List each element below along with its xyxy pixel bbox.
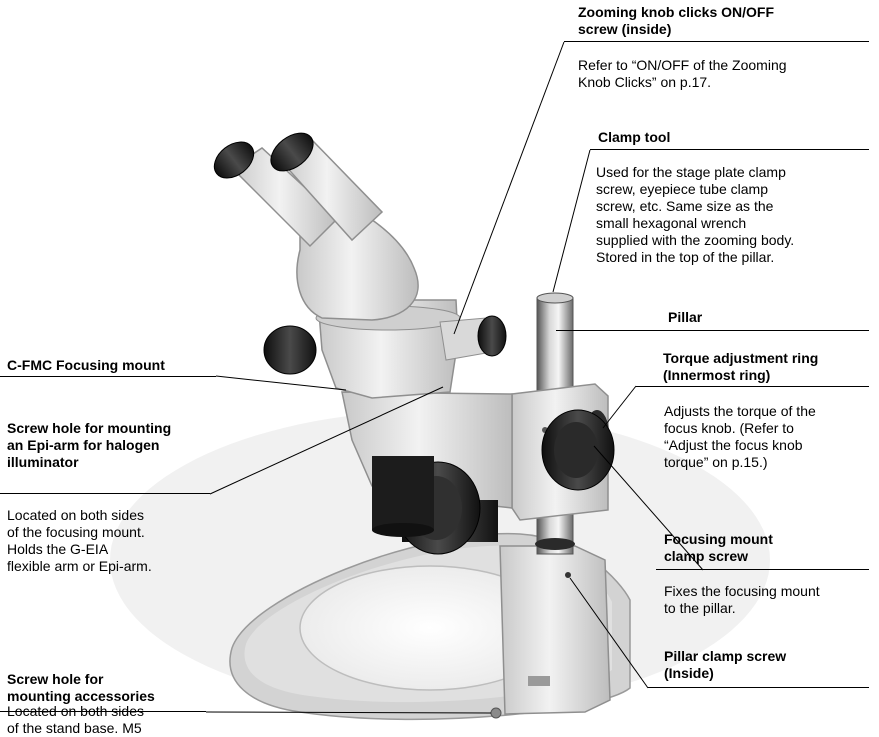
- focusing-clamp-desc-2: to the pillar.: [664, 600, 820, 617]
- accessories-title-1: Screw hole for: [7, 671, 155, 688]
- clamp-tool-desc-5: supplied with the zooming body.: [596, 232, 794, 249]
- zoom-knob-right: [478, 316, 506, 356]
- zoom-knob-left: [264, 326, 316, 374]
- torque-ring-desc-1: Adjusts the torque of the: [664, 403, 816, 420]
- label-pillar-clamp: Pillar clamp screw (Inside): [664, 648, 786, 682]
- rule-pillar-clamp: [648, 687, 869, 688]
- zooming-knob-title-1: Zooming knob clicks ON/OFF: [578, 4, 774, 21]
- pillar-clamp-title-2: (Inside): [664, 665, 786, 682]
- zooming-knob-desc-2: Knob Clicks” on p.17.: [578, 74, 787, 91]
- cfmc-title: C-FMC Focusing mount: [7, 357, 165, 374]
- accessory-screw-hole: [491, 708, 501, 718]
- epi-arm-title-1: Screw hole for mounting: [7, 420, 171, 437]
- epi-arm-desc-3: Holds the G-EIA: [7, 541, 152, 558]
- torque-ring-desc-2: focus knob. (Refer to: [664, 420, 816, 437]
- objective: [372, 456, 434, 530]
- torque-ring-title-1: Torque adjustment ring: [663, 350, 818, 367]
- rule-clamp-tool: [590, 149, 869, 150]
- clamp-tool-desc-3: screw, etc. Same size as the: [596, 198, 794, 215]
- pillar-clamp-screw: [565, 572, 571, 578]
- accessories-desc-1: Located on both sides: [7, 703, 144, 720]
- epi-arm-title-3: illuminator: [7, 454, 171, 471]
- zooming-knob-title-2: screw (inside): [578, 21, 774, 38]
- label-torque-ring: Torque adjustment ring (Innermost ring): [663, 350, 818, 384]
- objective-bottom: [372, 523, 434, 537]
- epi-arm-desc-1: Located on both sides: [7, 507, 152, 524]
- clamp-tool-desc-6: Stored in the top of the pillar.: [596, 249, 794, 266]
- label-epi-arm: Screw hole for mounting an Epi-arm for h…: [7, 420, 171, 471]
- rule-torque-ring: [636, 386, 869, 387]
- zooming-knob-desc-1: Refer to “ON/OFF of the Zooming: [578, 57, 787, 74]
- focus-knob-right-face: [554, 422, 598, 478]
- rule-focusing-clamp: [656, 569, 869, 570]
- accessories-desc-2: of the stand base. M5: [7, 720, 144, 737]
- clamp-tool-desc-4: small hexagonal wrench: [596, 215, 794, 232]
- pillar-top: [537, 293, 573, 303]
- label-torque-ring-desc: Adjusts the torque of the focus knob. (R…: [664, 403, 816, 471]
- rule-epi-arm: [0, 493, 210, 494]
- torque-ring-title-2: (Innermost ring): [663, 367, 818, 384]
- label-clamp-tool: Clamp tool: [598, 129, 670, 146]
- rule-zooming-knob: [564, 41, 869, 42]
- torque-ring-desc-3: “Adjust the focus knob: [664, 437, 816, 454]
- epi-arm-title-2: an Epi-arm for halogen: [7, 437, 171, 454]
- label-clamp-tool-desc: Used for the stage plate clamp screw, ey…: [596, 164, 794, 266]
- label-zooming-knob-desc: Refer to “ON/OFF of the Zooming Knob Cli…: [578, 57, 787, 91]
- pillar-clamp-title-1: Pillar clamp screw: [664, 648, 786, 665]
- label-accessories-desc: Located on both sides of the stand base.…: [7, 703, 144, 737]
- clamp-tool-desc-1: Used for the stage plate clamp: [596, 164, 794, 181]
- clamp-tool-desc-2: screw, eyepiece tube clamp: [596, 181, 794, 198]
- label-zooming-knob: Zooming knob clicks ON/OFF screw (inside…: [578, 4, 774, 38]
- focusing-clamp-title-2: clamp screw: [664, 548, 773, 565]
- epi-arm-desc-2: of the focusing mount.: [7, 524, 152, 541]
- pillar-block: [500, 546, 610, 714]
- pillar-block-label: [528, 676, 550, 686]
- pillar-collar: [535, 538, 575, 550]
- label-epi-arm-desc: Located on both sides of the focusing mo…: [7, 507, 152, 575]
- label-pillar: Pillar: [668, 309, 702, 326]
- rule-cfmc: [0, 376, 216, 377]
- clamp-tool-title: Clamp tool: [598, 129, 670, 146]
- label-focusing-clamp: Focusing mount clamp screw: [664, 531, 773, 565]
- focusing-clamp-title-1: Focusing mount: [664, 531, 773, 548]
- pillar-title: Pillar: [668, 309, 702, 326]
- rule-pillar: [556, 330, 869, 331]
- label-focusing-clamp-desc: Fixes the focusing mount to the pillar.: [664, 583, 820, 617]
- epi-arm-desc-4: flexible arm or Epi-arm.: [7, 558, 152, 575]
- focusing-clamp-desc-1: Fixes the focusing mount: [664, 583, 820, 600]
- label-accessories: Screw hole for mounting accessories: [7, 671, 155, 705]
- label-cfmc: C-FMC Focusing mount: [7, 357, 165, 374]
- torque-ring-desc-4: torque” on p.15.): [664, 454, 816, 471]
